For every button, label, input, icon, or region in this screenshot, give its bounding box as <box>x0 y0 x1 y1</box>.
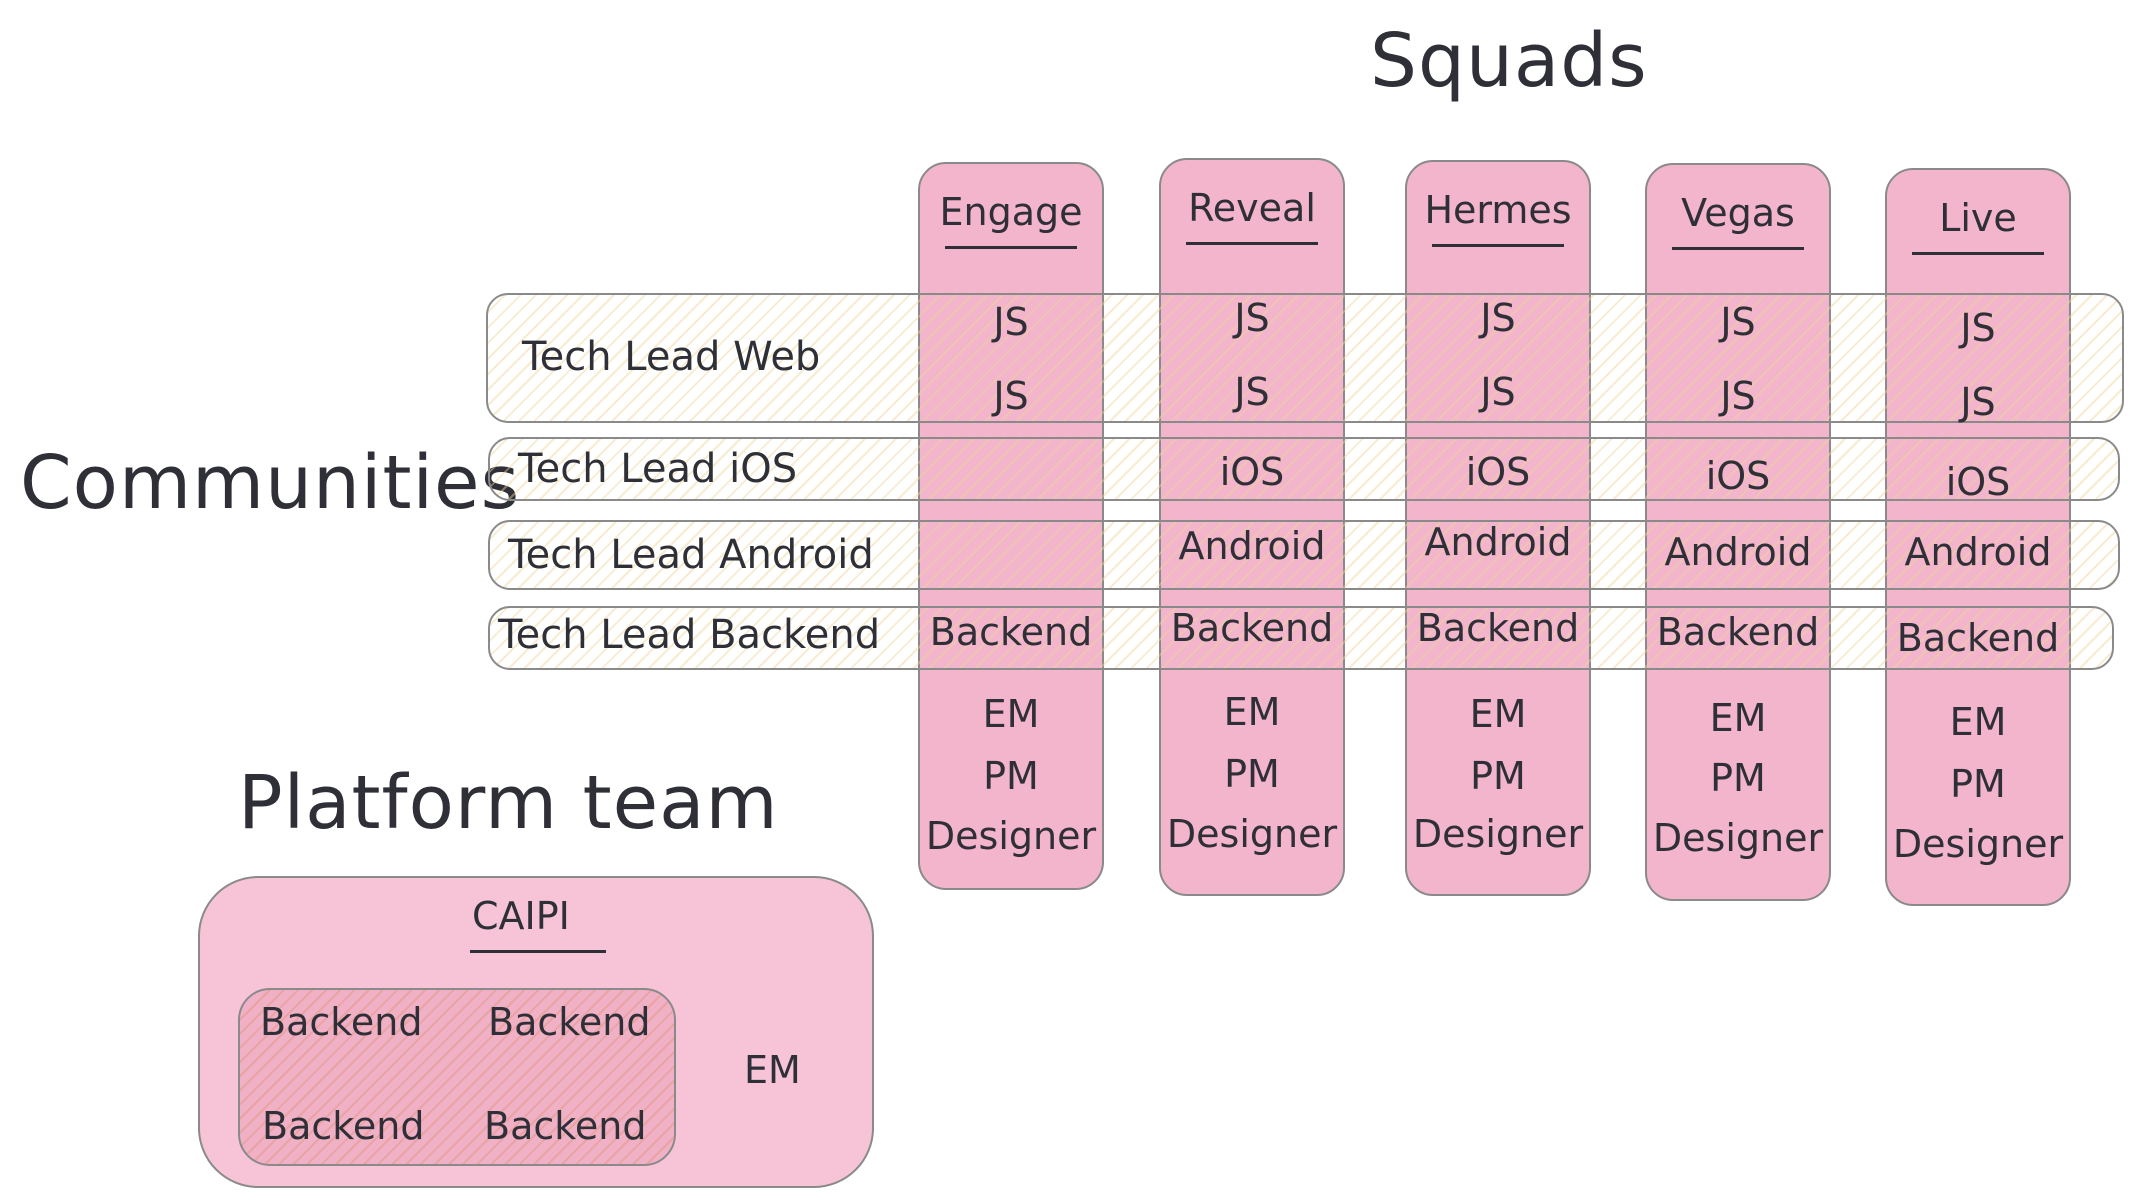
cell-js: JS <box>1234 370 1270 414</box>
caipi-member: Backend <box>484 1104 647 1148</box>
cell-pm: PM <box>983 754 1039 798</box>
cell-backend: Backend <box>1416 606 1580 650</box>
community-band-backend <box>488 606 2114 670</box>
squads-title: Squads <box>1370 18 1648 104</box>
squad-underline <box>1432 244 1564 247</box>
caipi-member: Backend <box>488 1000 651 1044</box>
cell-em: EM <box>1949 700 2007 744</box>
squad-column-vegas: Vegas <box>1645 163 1831 901</box>
squad-name: Live <box>1939 196 2017 240</box>
squad-column-live: Live <box>1885 168 2071 906</box>
cell-js: JS <box>1960 306 1996 350</box>
cell-js: JS <box>1720 374 1756 418</box>
cell-designer: Designer <box>925 814 1097 858</box>
squad-column-reveal: Reveal <box>1159 158 1345 896</box>
caipi-em: EM <box>744 1048 801 1092</box>
cell-js: JS <box>1234 296 1270 340</box>
community-label-ios: Tech Lead iOS <box>518 446 798 492</box>
squad-underline <box>1672 247 1804 250</box>
cell-backend: Backend <box>1170 606 1334 650</box>
cell-pm: PM <box>1470 754 1526 798</box>
squad-underline <box>945 246 1077 249</box>
cell-designer: Designer <box>1892 822 2064 866</box>
community-band-web <box>486 293 2124 423</box>
cell-em: EM <box>1709 696 1767 740</box>
cell-em: EM <box>1223 690 1281 734</box>
squad-name: Vegas <box>1681 191 1795 235</box>
squad-name: Hermes <box>1424 188 1572 232</box>
caipi-title: CAIPI <box>472 894 570 938</box>
cell-backend: Backend <box>1656 610 1820 654</box>
cell-backend: Backend <box>929 610 1093 654</box>
caipi-underline <box>470 950 606 953</box>
squad-underline <box>1186 242 1318 245</box>
cell-ios: iOS <box>1465 450 1531 494</box>
cell-em: EM <box>982 692 1040 736</box>
cell-designer: Designer <box>1166 812 1338 856</box>
cell-js: JS <box>993 374 1029 418</box>
cell-pm: PM <box>1710 756 1766 800</box>
cell-designer: Designer <box>1652 816 1824 860</box>
cell-backend: Backend <box>1896 616 2060 660</box>
caipi-member: Backend <box>262 1104 425 1148</box>
cell-ios: iOS <box>1945 460 2011 504</box>
community-band-ios <box>488 437 2120 501</box>
cell-js: JS <box>1480 296 1516 340</box>
cell-ios: iOS <box>1705 454 1771 498</box>
caipi-backend-group <box>238 988 676 1166</box>
community-label-backend: Tech Lead Backend <box>498 612 881 658</box>
cell-designer: Designer <box>1412 812 1584 856</box>
cell-pm: PM <box>1950 762 2006 806</box>
cell-android: Android <box>1424 520 1572 564</box>
cell-js: JS <box>1480 370 1516 414</box>
squad-column-hermes: Hermes <box>1405 160 1591 896</box>
squad-column-engage: Engage <box>918 162 1104 890</box>
platform-team-title: Platform team <box>238 760 779 846</box>
community-band-android <box>488 520 2120 590</box>
cell-js: JS <box>993 300 1029 344</box>
cell-android: Android <box>1664 530 1812 574</box>
communities-title: Communities <box>20 440 521 526</box>
cell-js: JS <box>1960 380 1996 424</box>
caipi-member: Backend <box>260 1000 423 1044</box>
cell-pm: PM <box>1224 752 1280 796</box>
cell-android: Android <box>1178 524 1326 568</box>
cell-ios: iOS <box>1219 450 1285 494</box>
squad-name: Reveal <box>1188 186 1316 230</box>
community-label-android: Tech Lead Android <box>508 532 874 578</box>
cell-android: Android <box>1904 530 2052 574</box>
squad-name: Engage <box>939 190 1083 234</box>
cell-js: JS <box>1720 300 1756 344</box>
cell-em: EM <box>1469 692 1527 736</box>
squad-underline <box>1912 252 2044 255</box>
community-label-web: Tech Lead Web <box>522 334 821 380</box>
